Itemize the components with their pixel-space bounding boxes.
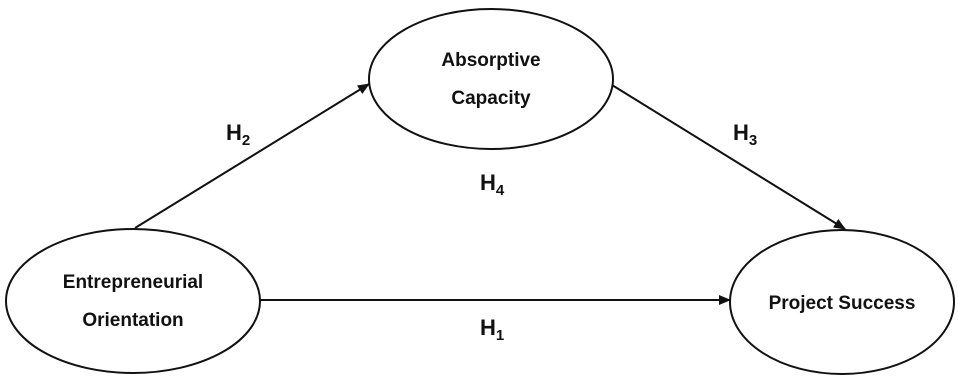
hypothesis-h3-letter: H xyxy=(733,120,749,145)
node-project-success-label: Project Success xyxy=(769,293,916,314)
node-entrepreneurial-orientation: Entrepreneurial Orientation xyxy=(5,228,261,374)
arrow-ac-to-ps xyxy=(611,84,846,230)
hypothesis-h2-label: H2 xyxy=(226,120,250,149)
node-entrepreneurial-orientation-line2: Orientation xyxy=(82,310,183,331)
node-entrepreneurial-orientation-line1: Entrepreneurial xyxy=(63,272,203,293)
hypothesis-h1-letter: H xyxy=(480,315,496,340)
hypothesis-h1-index: 1 xyxy=(496,327,504,344)
node-absorptive-capacity-line1: Absorptive xyxy=(441,50,540,71)
hypothesis-h4-label: H4 xyxy=(480,170,505,199)
node-absorptive-capacity-line2: Capacity xyxy=(451,88,531,109)
hypothesis-h1-label: H1 xyxy=(480,315,504,344)
hypothesis-h3-label: H3 xyxy=(733,120,757,149)
arrow-eo-to-ac xyxy=(134,83,370,229)
hypothesis-h2-letter: H xyxy=(226,120,242,145)
hypothesis-h2-index: 2 xyxy=(242,132,250,149)
hypothesis-h4-letter: H xyxy=(480,170,496,195)
hypothesis-h3-index: 3 xyxy=(749,132,757,149)
node-absorptive-capacity: Absorptive Capacity xyxy=(368,8,614,150)
hypothesis-h4-index: 4 xyxy=(496,182,505,199)
node-project-success: Project Success xyxy=(729,229,955,375)
